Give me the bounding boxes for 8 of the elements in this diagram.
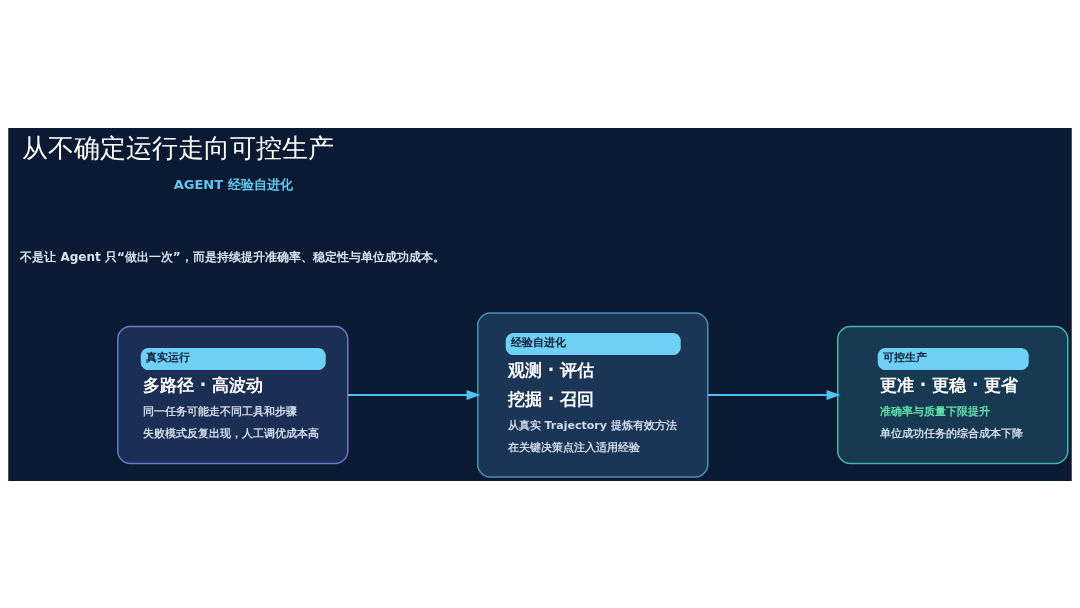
node-box: 真实运行 多路径 · 高波动 同一任务可能走不同工具和步骤 失败模式反复出现，人工调优成本高 [117,325,349,464]
node-box: 经验自进化 观测 · 评估 挖掘 · 召回 从真实 Trajectory 提炼有效方法 在关键决策点注入适用经验 [477,311,709,478]
label: AGENT 经验自进化 [173,176,293,192]
arrow [707,389,841,400]
node-box: 可控生产 更准 · 更稳 · 更省 准确率与质量下限提升 单位成功任务的综合成本下降 [837,325,1069,464]
arrow [347,389,481,400]
diagram-title: 从不确定运行走向可控生产 [22,132,335,163]
label: 不是让 Agent 只“做出一次”，而是持续提升准确率、稳定性与单位成功成本。 [20,249,445,264]
